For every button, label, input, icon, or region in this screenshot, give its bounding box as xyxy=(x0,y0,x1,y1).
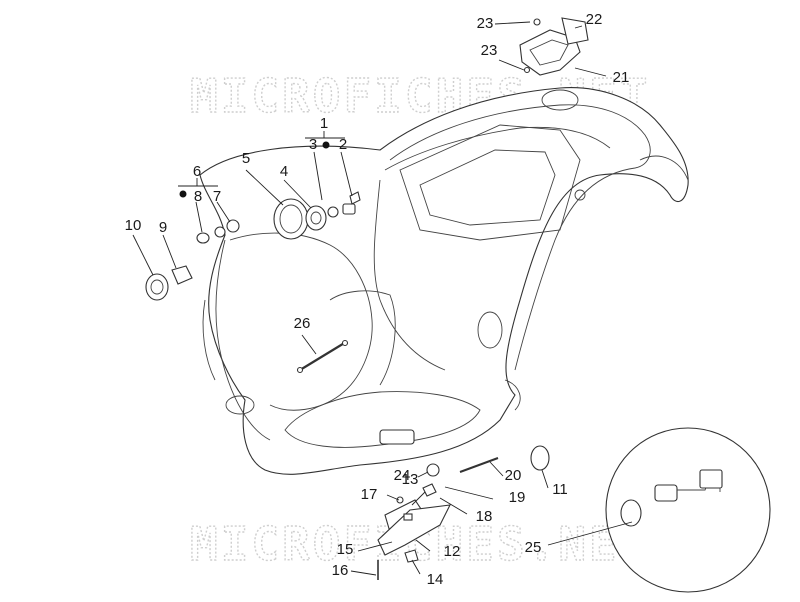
callout-labels: 1 2 3 4 5 6 7 8 9 10 11 12 13 14 15 16 1… xyxy=(125,11,630,588)
callout-13: 13 xyxy=(402,471,419,488)
callout-3: 3 xyxy=(309,136,317,153)
callout-2: 2 xyxy=(339,136,347,153)
seat-hinge xyxy=(519,17,589,76)
callout-5: 5 xyxy=(242,150,250,167)
callout-20: 20 xyxy=(505,467,522,484)
callout-9: 9 xyxy=(159,219,167,236)
callout-19: 19 xyxy=(509,489,526,506)
callout-16: 16 xyxy=(332,562,349,579)
callout-15: 15 xyxy=(337,541,354,558)
detail-inset-25 xyxy=(605,427,771,593)
callout-26: 26 xyxy=(294,315,311,332)
callout-23-top: 23 xyxy=(477,15,494,32)
callout-10: 10 xyxy=(125,217,142,234)
callout-18: 18 xyxy=(476,508,493,525)
callout-24: 24 xyxy=(394,467,411,484)
rod-26 xyxy=(296,339,349,374)
scooter-frame xyxy=(199,87,689,475)
callout-8: 8 xyxy=(194,188,202,205)
kit-dot-6 xyxy=(179,190,187,198)
callout-11: 11 xyxy=(552,481,568,498)
kit-dot-1 xyxy=(322,141,330,149)
leader-lines xyxy=(132,21,633,576)
callout-7: 7 xyxy=(213,188,221,205)
callout-23-bottom: 23 xyxy=(481,42,498,59)
callout-21: 21 xyxy=(613,69,630,86)
ignition-lock-parts xyxy=(273,191,361,240)
seat-lock-parts xyxy=(145,219,240,301)
lower-lock-parts xyxy=(377,445,550,580)
callout-1: 1 xyxy=(320,115,328,132)
callout-14: 14 xyxy=(427,571,444,588)
callout-12: 12 xyxy=(444,543,461,560)
callout-22: 22 xyxy=(586,11,603,28)
callout-6: 6 xyxy=(193,163,201,180)
callout-17: 17 xyxy=(361,486,378,503)
callout-25: 25 xyxy=(525,539,542,556)
callout-4: 4 xyxy=(280,163,288,180)
